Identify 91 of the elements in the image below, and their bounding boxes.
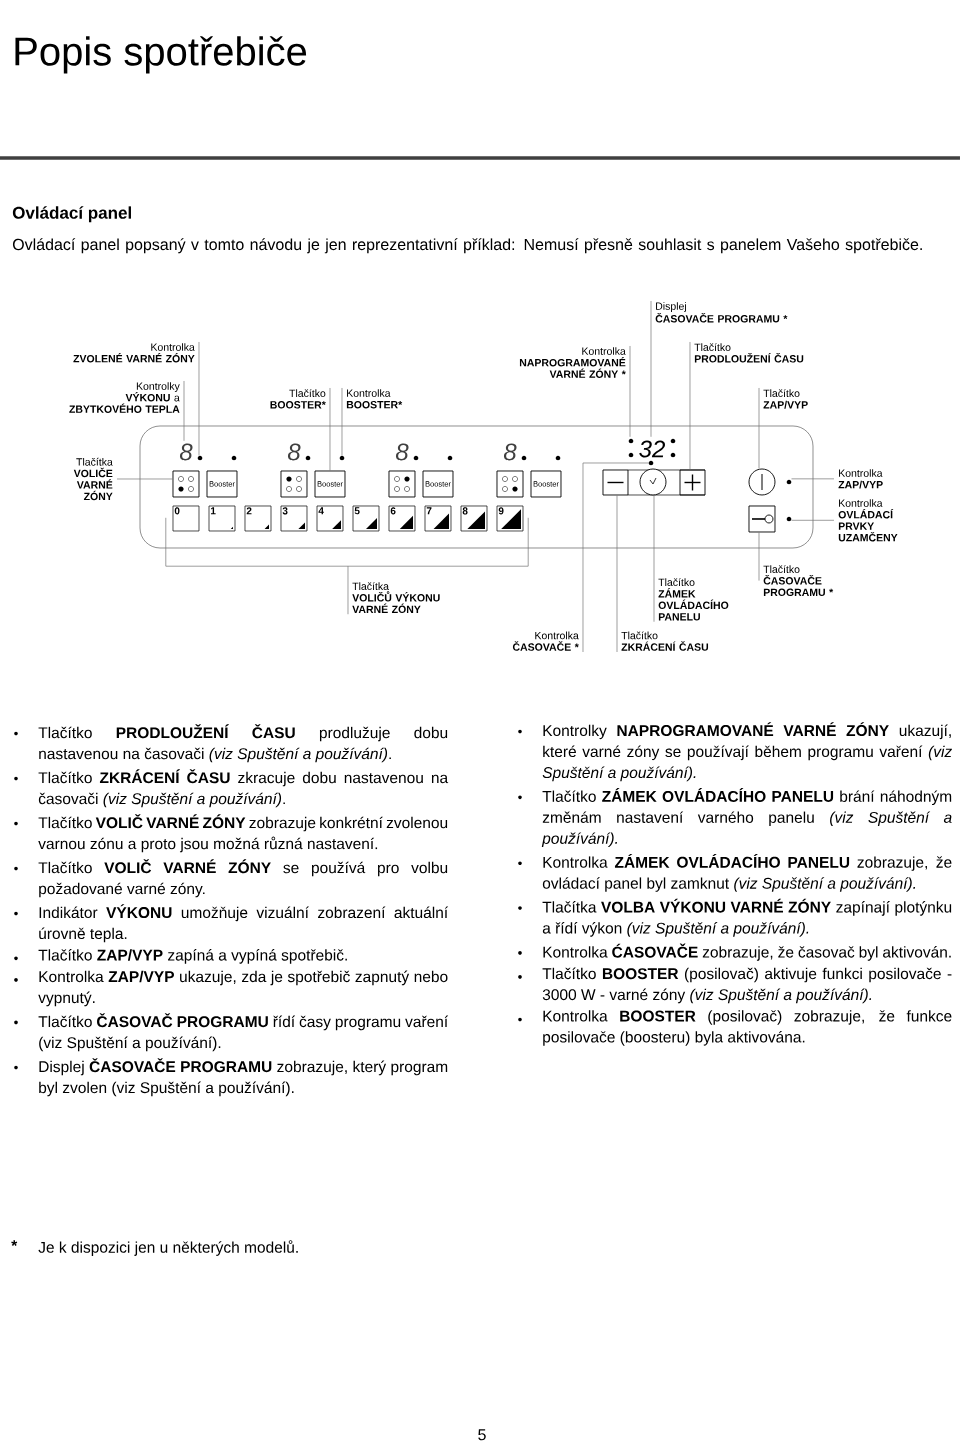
power-level-key: 8 — [460, 505, 488, 532]
leader-line — [629, 345, 631, 438]
callout-text: Kontrolky VÝKONU a ZBYTKOVÉHO TEPLA — [69, 382, 180, 413]
leader-line — [347, 565, 349, 615]
callout-text: Kontrolka BOOSTER* — [346, 389, 403, 409]
callout-text: Tlačítko BOOSTER* — [270, 389, 326, 409]
indicator-light — [786, 516, 792, 522]
bullet-text: Tlačítka VOLBA VÝKONU VARNÉ ZÓNY zapínají plotýnku a řídí výkon (viz Spuštění a používání). — [542, 898, 952, 937]
callout-text: Tlačítka VOLIČŮ VÝKONU VARNÉ ZÓNY — [352, 582, 440, 614]
intro-text: Ovládací panel popsaný v tomto návodu je jen reprezentativní příklad: Nemusí přesně souhlasit s panelem Vašeho spotřebiče. — [12, 238, 922, 254]
leader-line — [341, 387, 343, 456]
page-title: Popis spotřebiče — [15, 36, 307, 74]
footnote-text: Je k dispozici jen u některých modelů. — [38, 1240, 298, 1256]
callout-text: Kontrolka ZAP/VYP — [838, 469, 883, 489]
bullet-text: Tlačítko VOLIČ VARNÉ ZÓNY zobrazuje konkrétní zvolenou varnou zónu a proto jsou možná různá nastavení. — [38, 814, 448, 853]
power-level-key: 4 — [316, 505, 344, 532]
leader-line — [689, 341, 691, 470]
plus-button — [679, 469, 706, 496]
bullet-text: Kontrolky NAPROGRAMOVANÉ VARNÉ ZÓNY ukazují, které varné zóny se používají během programu vaření (viz Spuštění a používání). — [542, 722, 952, 782]
indicator-light — [786, 479, 792, 485]
power-level-key: 1 — [208, 505, 236, 532]
bullet-text: Tlačítko ZKRÁCENÍ ČASU zkracuje dobu nastavenou na časovači (viz Spuštění a používání). — [38, 769, 449, 808]
segment-digit: 8 — [503, 443, 517, 461]
leader-line — [616, 495, 618, 653]
callout-text: Kontrolka ZVOLENÉ VARNÉ ZÓNY — [73, 343, 195, 363]
bullet-text: Tlačítko ZÁMEK OVLÁDACÍHO PANELU brání náhodným změnám nastavení varného panelu (viz Spuštění a používání). — [541, 788, 952, 847]
indicator-light — [447, 455, 453, 461]
leader-line — [183, 380, 185, 442]
zone-selector-button — [172, 470, 200, 498]
node-label: 32 — [639, 440, 665, 458]
lock-button — [748, 505, 776, 533]
timer-button — [639, 468, 667, 496]
bullet-text: Displej ČASOVAČE PROGRAMU zobrazuje, který program byl zvolen (viz Spuštění a používání). — [39, 1058, 448, 1097]
power-level-key: 7 — [424, 505, 452, 532]
power-level-key: 3 — [280, 505, 308, 532]
bullet-text: Kontrolka BOOSTER (posilovač) zobrazuje, že funkce posilovače (boosteru) byla aktivována. — [543, 1010, 952, 1046]
power-button — [748, 468, 776, 496]
callout-text: Tlačítko ZKRÁCENÍ ČASU — [621, 631, 709, 651]
indicator-light — [305, 455, 311, 461]
power-level-key: 0 — [172, 505, 200, 532]
zone-selector-button — [388, 470, 416, 498]
bullet-text: Tlačítko ZAP/VYP zapíná a vypíná spotřebič. — [38, 949, 347, 964]
indicator-light — [648, 460, 654, 466]
bullet-text: Tlačítko BOOSTER (posilovač) aktivuje funkci posilovače - 3000 W - varné zóny (viz Spuštění a používání). — [542, 967, 952, 1004]
power-level-key: 2 — [244, 505, 272, 532]
callout-text: Kontrolka NAPROGRAMOVANÉ VARNÉ ZÓNY * — [519, 347, 626, 378]
leader-line — [758, 532, 760, 581]
page-number: 5 — [478, 1429, 486, 1441]
leader-line — [582, 462, 649, 653]
section-heading: Ovládací panel — [12, 206, 131, 223]
leader-line — [198, 341, 200, 456]
leader-line — [653, 495, 655, 623]
zone-selector-button — [280, 470, 308, 498]
leader-line — [329, 387, 331, 471]
callout-text: Kontrolka ČASOVAČE * — [512, 631, 579, 651]
callout-text: Displej ČASOVAČE PROGRAMU * — [655, 302, 788, 323]
segment-digit: 8 — [287, 443, 301, 461]
power-level-key: 6 — [388, 505, 416, 532]
leader-line — [791, 519, 835, 521]
callout-text: Tlačítko ZÁMEK OVLÁDACÍHO PANELU — [658, 578, 729, 621]
zone-selector-button — [496, 470, 524, 498]
segment-digit: 8 — [395, 443, 409, 461]
bullet-text: Tlačítko VOLIČ VARNÉ ZÓNY se používá pro volbu požadované varné zóny. — [38, 859, 448, 898]
bullet-text: Tlačítko ČASOVAČ PROGRAMU řídí časy programu vaření (viz Spuštění a používání). — [38, 1013, 449, 1052]
indicator-light — [521, 455, 527, 461]
indicator-light — [197, 455, 203, 461]
power-level-key: 9 — [496, 505, 524, 532]
indicator-light — [555, 455, 561, 461]
bullet-text: Kontrolka ĆASOVAČE zobrazuje, že časovač byl aktivován. — [543, 943, 951, 961]
power-level-key: 5 — [352, 505, 380, 532]
callout-text: Tlačítka VOLIČE VARNÉ ZÓNY — [73, 457, 113, 501]
leader-line — [758, 387, 760, 469]
indicator-light — [413, 455, 419, 461]
bullet-text: Kontrolka ZÁMEK OVLÁDACÍHO PANELU zobrazuje, že ovládací panel byl zamknut (viz Spuštění a používání). — [542, 853, 952, 892]
callout-text: Tlačítko ZAP/VYP — [763, 389, 808, 409]
leader-line — [791, 478, 835, 480]
callout-text: Kontrolka OVLÁDACÍ PRVKY UZAMČENY — [838, 499, 898, 542]
bracket — [165, 517, 529, 567]
leader-line — [116, 478, 173, 480]
segment-digit: 8 — [179, 443, 193, 461]
callout-text: Tlačítko ČASOVAČE PROGRAMU * — [763, 565, 834, 597]
bullet-text: Tlačítko PRODLOUŽENÍ ČASU prodlužuje dobu nastavenou na časovači (viz Spuštění a používání). — [38, 724, 448, 763]
leader-line — [650, 300, 652, 438]
footnote-mark: * — [11, 1240, 18, 1246]
bullet-text: Indikátor VÝKONU umožňuje vizuální zobrazení aktuální úrovně tepla. — [39, 904, 449, 943]
callout-text: Tlačítko PRODLOUŽENÍ ČASU — [694, 343, 804, 363]
minus-button — [602, 469, 629, 496]
timer-display: 32 — [628, 438, 676, 458]
bullet-text: Kontrolka ZAP/VYP ukazuje, zda je spotřebič zapnutý nebo vypnutý. — [38, 970, 448, 1007]
indicator-light — [231, 455, 237, 461]
indicator-light — [339, 455, 345, 461]
